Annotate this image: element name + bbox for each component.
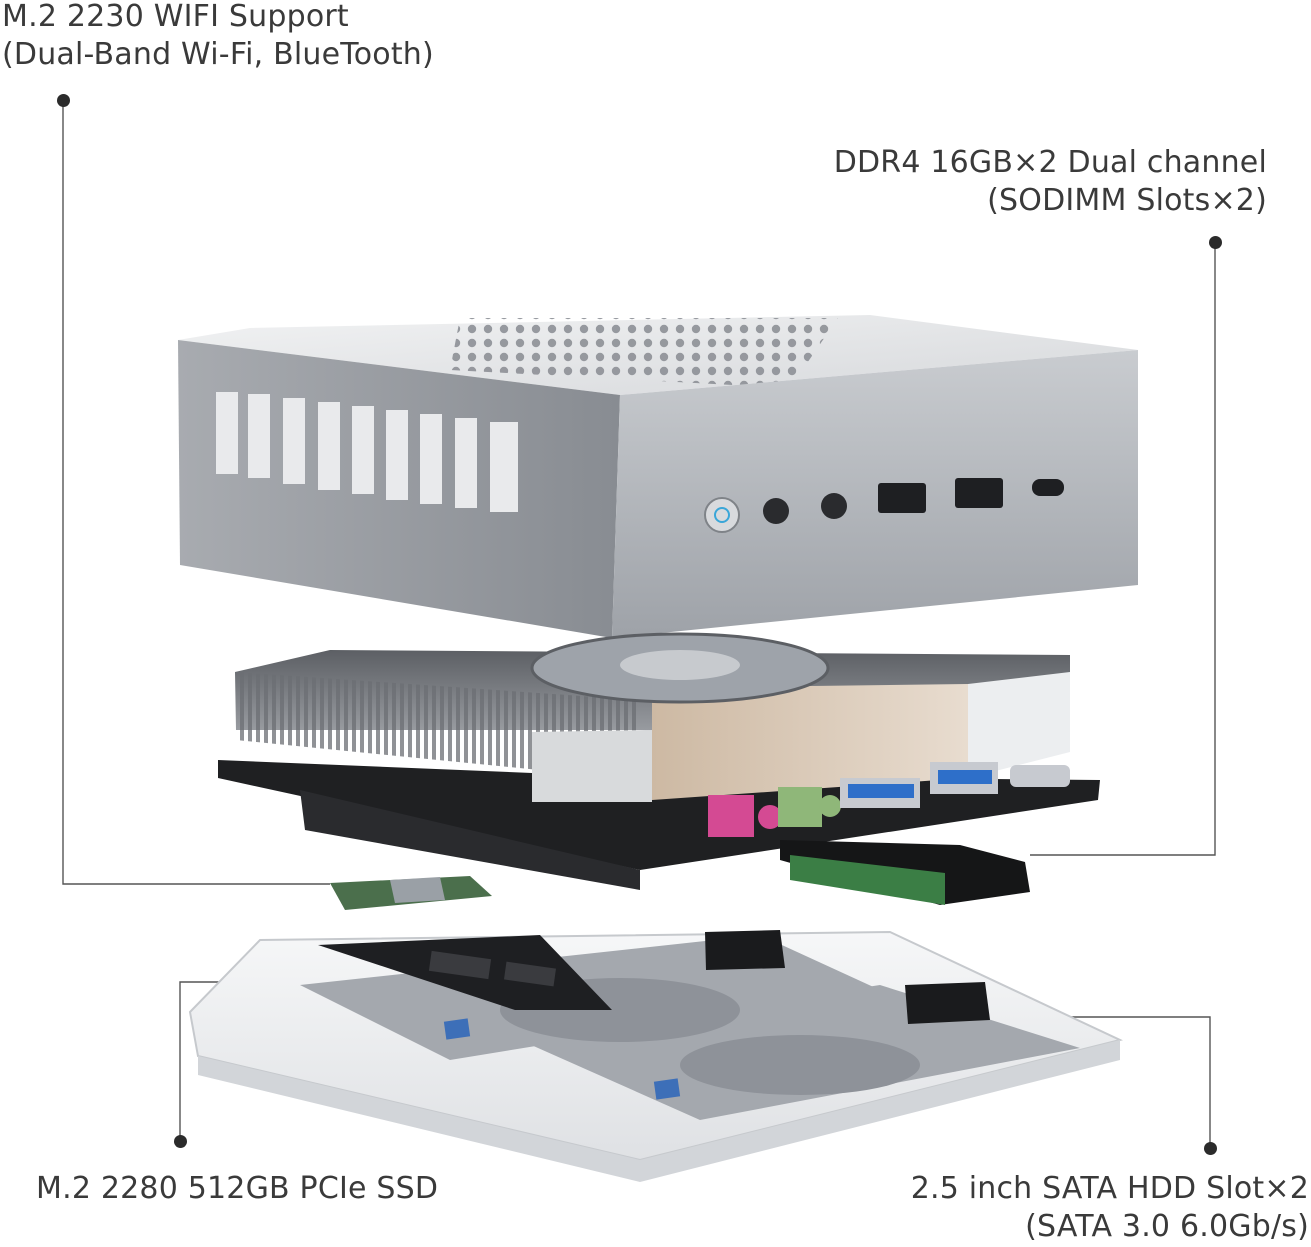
mic-jack bbox=[763, 498, 789, 524]
headphone-jack bbox=[821, 493, 847, 519]
memory-callout-line2: (SODIMM Slots×2) bbox=[987, 183, 1267, 218]
hdd-callout-line2: (SATA 3.0 6.0Gb/s) bbox=[1025, 1209, 1309, 1244]
ssd-callout-label: M.2 2280 512GB PCIe SSD bbox=[36, 1170, 438, 1208]
memory-callout-line1: DDR4 16GB×2 Dual channel bbox=[833, 145, 1267, 180]
memory-callout-dot bbox=[1209, 236, 1222, 249]
usb-port-2 bbox=[955, 478, 1003, 508]
chassis-top-case bbox=[178, 315, 1138, 638]
usb-port-1 bbox=[878, 483, 926, 513]
wifi-callout-line2: (Dual-Band Wi-Fi, BlueTooth) bbox=[2, 37, 434, 72]
hdd-callout-label: 2.5 inch SATA HDD Slot×2 (SATA 3.0 6.0Gb… bbox=[911, 1170, 1309, 1246]
power-button bbox=[704, 497, 740, 533]
memory-callout-label: DDR4 16GB×2 Dual channel (SODIMM Slots×2… bbox=[834, 144, 1267, 220]
ssd-callout-line1: M.2 2280 512GB PCIe SSD bbox=[36, 1171, 439, 1206]
wifi-callout-dot bbox=[57, 94, 70, 107]
motherboard-assembly bbox=[218, 632, 1100, 905]
wifi-callout-label: M.2 2230 WIFI Support (Dual-Band Wi-Fi, … bbox=[2, 0, 434, 74]
leader-lines bbox=[62, 100, 1216, 1148]
hdd-callout-line1: 2.5 inch SATA HDD Slot×2 bbox=[910, 1171, 1309, 1206]
usb-c-port bbox=[1032, 479, 1064, 496]
wifi-card bbox=[330, 876, 492, 910]
ssd-callout-dot bbox=[174, 1135, 187, 1148]
bottom-tray bbox=[188, 930, 1123, 1182]
wifi-callout-line1: M.2 2230 WIFI Support bbox=[2, 0, 349, 34]
hdd-callout-dot bbox=[1204, 1142, 1217, 1155]
